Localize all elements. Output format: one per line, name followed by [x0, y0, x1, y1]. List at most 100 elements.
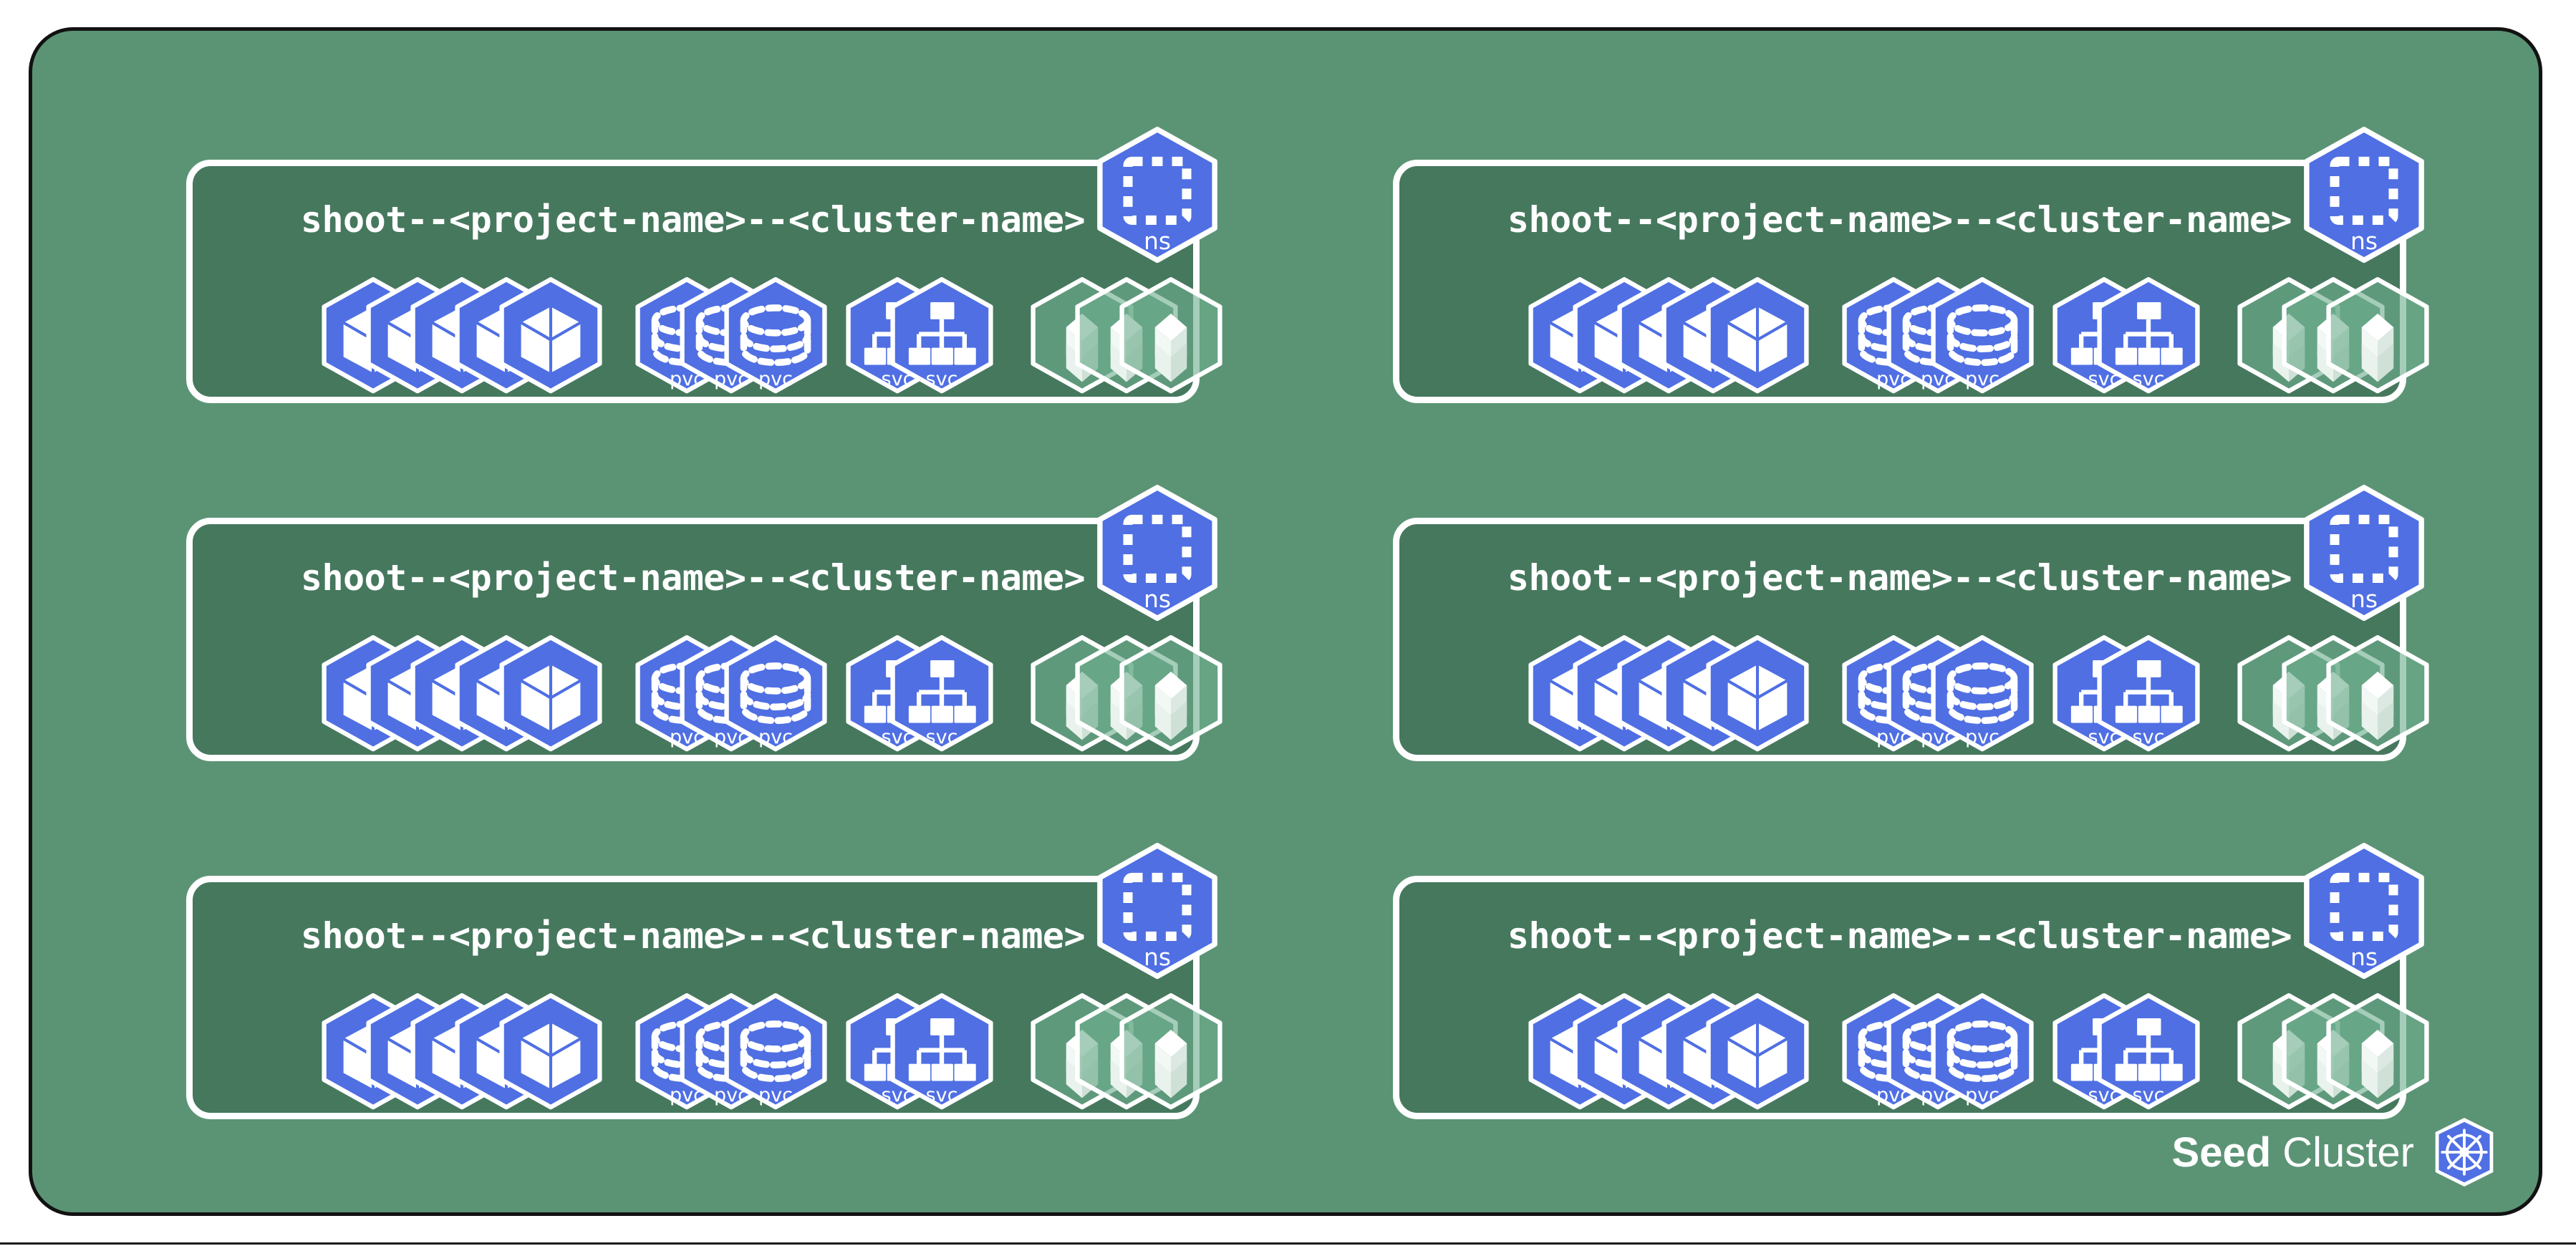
svc-icon: svc — [2091, 993, 2206, 1119]
pvc-icon: pvc — [1925, 993, 2040, 1119]
pvc-icon: pvc — [718, 277, 833, 402]
shoot-namespace-title: shoot--<project-name>--<cluster-name> — [300, 199, 1086, 241]
seed-cluster-label-bold: Seed — [2171, 1129, 2272, 1176]
seed-cluster-label-light: Cluster — [2282, 1129, 2414, 1176]
namespace-badge[interactable]: ns — [1089, 127, 1225, 274]
pod-icon — [1700, 277, 1815, 402]
resource-stack-shoot[interactable] — [1025, 277, 1228, 402]
shoot-namespace: shoot--<project-name>--<cluster-name> pvc… — [186, 127, 1222, 403]
pvc-icon: pvc — [1925, 277, 2040, 402]
pod-icon — [493, 993, 608, 1119]
shoot-namespace-title: shoot--<project-name>--<cluster-name> — [1507, 199, 2292, 241]
pvc-icon: pvc — [718, 635, 833, 760]
gardener-icon — [2320, 277, 2435, 402]
shoot-namespace-box[interactable]: shoot--<project-name>--<cluster-name> pvc… — [186, 843, 1222, 1119]
namespace-badge-label: ns — [1143, 943, 1172, 971]
namespace-icon — [1089, 485, 1225, 632]
shoot-namespace-box[interactable]: shoot--<project-name>--<cluster-name> pvc… — [186, 127, 1222, 403]
gardener-icon — [1114, 993, 1228, 1119]
svg-text:pvc: pvc — [1965, 368, 1999, 390]
pvc-icon: pvc — [1925, 635, 2040, 760]
namespace-badge-label: ns — [2350, 943, 2378, 971]
namespace-badge[interactable]: ns — [2296, 485, 2432, 632]
svg-text:svc: svc — [2133, 726, 2165, 748]
resource-stack-pod[interactable] — [316, 277, 608, 402]
namespace-badge-label: ns — [1143, 585, 1172, 613]
svg-text:pvc: pvc — [1965, 726, 1999, 748]
shoot-namespace: shoot--<project-name>--<cluster-name> pvc… — [1393, 485, 2429, 761]
svg-text:pvc: pvc — [758, 1084, 793, 1106]
shoot-namespace-box[interactable]: shoot--<project-name>--<cluster-name> pvc… — [1393, 127, 2429, 403]
namespace-icon — [1089, 127, 1225, 274]
shoot-namespace-title: shoot--<project-name>--<cluster-name> — [300, 557, 1086, 599]
seed-cluster-footer: Seed Cluster — [2172, 1116, 2499, 1188]
namespace-badge[interactable]: ns — [2296, 127, 2432, 274]
namespace-icon — [2296, 485, 2432, 632]
namespace-icon — [1089, 843, 1225, 990]
svc-icon: svc — [884, 993, 999, 1119]
resource-stack-shoot[interactable] — [1025, 635, 1228, 760]
gardener-icon — [2320, 635, 2435, 760]
svg-text:svc: svc — [926, 726, 958, 748]
namespace-icon — [2296, 843, 2432, 990]
pod-icon — [1700, 993, 1815, 1119]
pod-icon — [493, 277, 608, 402]
shoot-namespace-title: shoot--<project-name>--<cluster-name> — [1507, 915, 2292, 957]
namespace-badge[interactable]: ns — [2296, 843, 2432, 990]
svg-text:svc: svc — [926, 1084, 958, 1106]
resource-stack-shoot[interactable] — [2232, 993, 2435, 1119]
shoot-namespace: shoot--<project-name>--<cluster-name> pvc… — [186, 485, 1222, 761]
namespace-badge[interactable]: ns — [1089, 843, 1225, 990]
pvc-icon: pvc — [718, 993, 833, 1119]
namespace-badge-label: ns — [2350, 227, 2378, 255]
gardener-icon — [1114, 635, 1228, 760]
resource-stack-pod[interactable] — [1523, 277, 1815, 402]
pod-icon — [1700, 635, 1815, 760]
svg-text:pvc: pvc — [758, 726, 793, 748]
svg-text:svc: svc — [926, 368, 958, 390]
shoot-namespace-title: shoot--<project-name>--<cluster-name> — [300, 915, 1086, 957]
namespace-icon — [2296, 127, 2432, 274]
gardener-icon — [2320, 993, 2435, 1119]
page-bottom-rule — [0, 1242, 2576, 1245]
shoot-namespace-box[interactable]: shoot--<project-name>--<cluster-name> pvc… — [186, 485, 1222, 761]
svc-icon: svc — [2091, 277, 2206, 402]
kubernetes-logo-icon — [2435, 1118, 2494, 1187]
resource-stack-shoot[interactable] — [1025, 993, 1228, 1119]
seed-cluster-container: shoot--<project-name>--<cluster-name> pvc… — [29, 27, 2542, 1216]
resource-stack-pod[interactable] — [1523, 635, 1815, 760]
svg-text:svc: svc — [2133, 1084, 2165, 1106]
namespace-badge-label: ns — [1143, 227, 1172, 255]
pod-icon — [493, 635, 608, 760]
resource-stack-pod[interactable] — [316, 635, 608, 760]
resource-stack-pod[interactable] — [316, 993, 608, 1119]
shoot-namespace-box[interactable]: shoot--<project-name>--<cluster-name> pvc… — [1393, 485, 2429, 761]
resource-stack-pod[interactable] — [1523, 993, 1815, 1119]
shoot-namespace-box[interactable]: shoot--<project-name>--<cluster-name> pvc… — [1393, 843, 2429, 1119]
svc-icon: svc — [884, 635, 999, 760]
resource-stack-shoot[interactable] — [2232, 635, 2435, 760]
namespace-badge[interactable]: ns — [1089, 485, 1225, 632]
resource-stack-shoot[interactable] — [2232, 277, 2435, 402]
svc-icon: svc — [884, 277, 999, 402]
gardener-icon — [1114, 277, 1228, 402]
shoot-namespace-title: shoot--<project-name>--<cluster-name> — [1507, 557, 2292, 599]
